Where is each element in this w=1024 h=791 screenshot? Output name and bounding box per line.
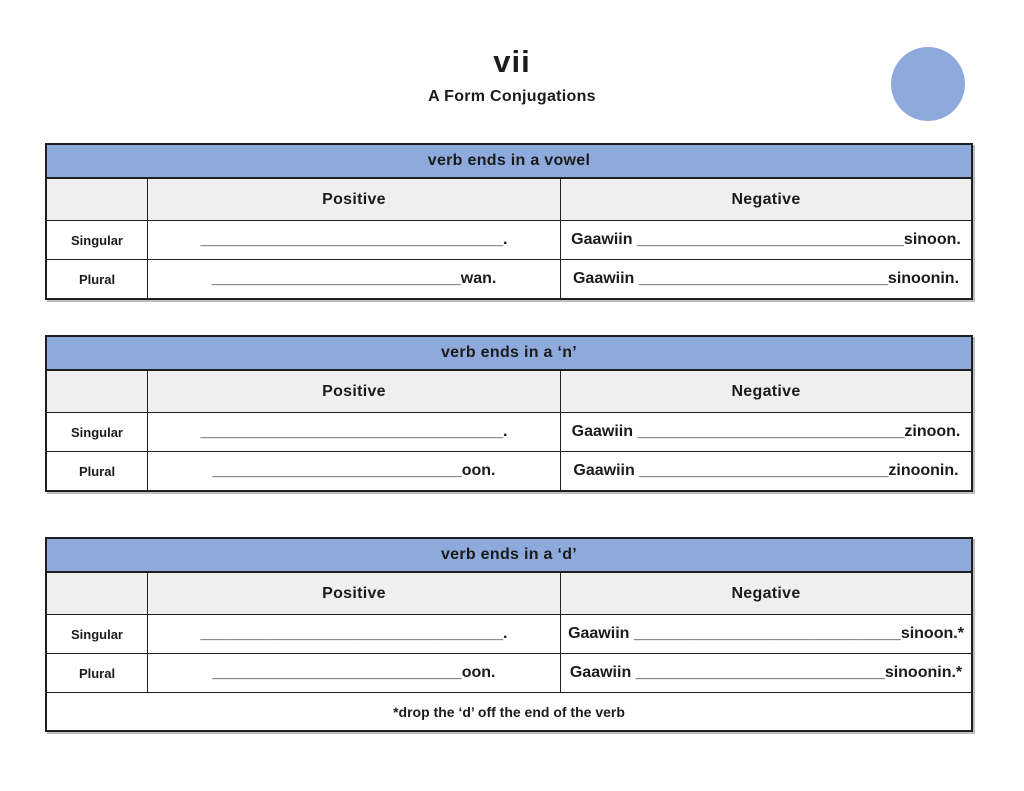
- plural-label: Plural: [47, 452, 148, 490]
- positive-column-header: Positive: [148, 573, 561, 614]
- plural-positive-cell: ____________________________oon.: [148, 452, 561, 490]
- singular-row: Singular _______________________________…: [47, 615, 971, 654]
- footnote-row: *drop the ‘d’ off the end of the verb: [47, 693, 971, 730]
- plural-row: Plural ____________________________oon. …: [47, 452, 971, 490]
- conjugation-table-vowel: verb ends in a vowel Positive Negative S…: [45, 143, 973, 300]
- plural-positive-cell: ____________________________wan.: [148, 260, 561, 298]
- plural-row: Plural ____________________________wan. …: [47, 260, 971, 298]
- plural-negative-cell: Gaawiin ____________________________sino…: [572, 270, 960, 287]
- positive-column-header: Positive: [148, 179, 561, 220]
- negative-column-header: Negative: [561, 371, 971, 412]
- plural-negative-cell: Gaawiin ____________________________zino…: [573, 462, 959, 479]
- plural-negative-cell: Gaawiin ____________________________sino…: [569, 664, 963, 681]
- singular-row: Singular _______________________________…: [47, 221, 971, 260]
- negative-column-header: Negative: [561, 573, 971, 614]
- table-banner: verb ends in a ‘n’: [47, 337, 971, 371]
- table-banner: verb ends in a ‘d’: [47, 539, 971, 573]
- table-banner: verb ends in a vowel: [47, 145, 971, 179]
- singular-positive-cell: __________________________________.: [148, 413, 561, 451]
- footnote-text: *drop the ‘d’ off the end of the verb: [393, 703, 625, 720]
- positive-column-header: Positive: [148, 371, 561, 412]
- negative-column-header: Negative: [561, 179, 971, 220]
- conjugation-table-n: verb ends in a ‘n’ Positive Negative Sin…: [45, 335, 973, 492]
- singular-negative-cell: Gaawiin ______________________________si…: [571, 231, 961, 248]
- singular-row: Singular _______________________________…: [47, 413, 971, 452]
- page-header: vii A Form Conjugations: [0, 0, 1024, 106]
- corner-cell: [47, 179, 148, 220]
- corner-cell: [47, 371, 148, 412]
- plural-label: Plural: [47, 260, 148, 298]
- page-title: vii: [493, 44, 531, 79]
- singular-positive-cell: __________________________________.: [148, 221, 561, 259]
- plural-label: Plural: [47, 654, 148, 692]
- column-header-row: Positive Negative: [47, 179, 971, 221]
- singular-negative-cell: Gaawiin ______________________________zi…: [571, 423, 961, 440]
- tables-container: verb ends in a vowel Positive Negative S…: [45, 143, 973, 732]
- column-header-row: Positive Negative: [47, 573, 971, 615]
- corner-cell: [47, 573, 148, 614]
- singular-label: Singular: [47, 221, 148, 259]
- singular-positive-cell: __________________________________.: [148, 615, 561, 653]
- column-header-row: Positive Negative: [47, 371, 971, 413]
- conjugation-table-d: verb ends in a ‘d’ Positive Negative Sin…: [45, 537, 973, 732]
- page-subtitle: A Form Conjugations: [428, 88, 596, 105]
- plural-positive-cell: ____________________________oon.: [148, 654, 561, 692]
- blue-circle-decoration: [891, 47, 965, 121]
- singular-negative-cell: Gaawiin ______________________________si…: [568, 625, 964, 642]
- singular-label: Singular: [47, 413, 148, 451]
- plural-row: Plural ____________________________oon. …: [47, 654, 971, 693]
- singular-label: Singular: [47, 615, 148, 653]
